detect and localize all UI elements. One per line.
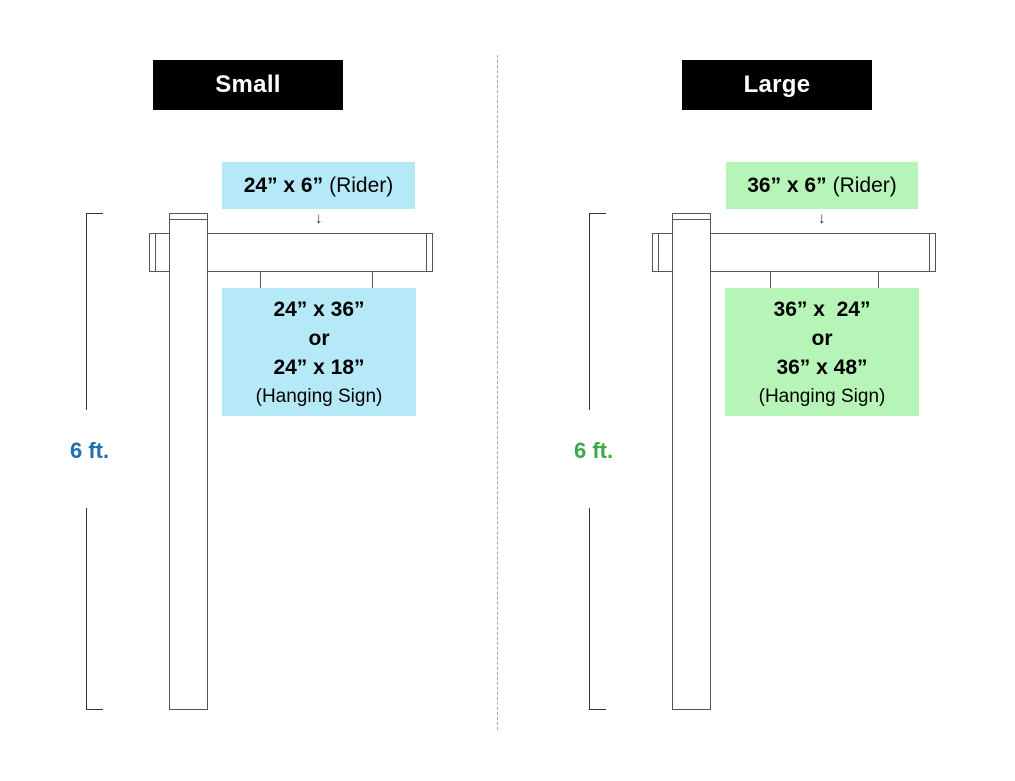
large-hanger-left <box>770 272 771 288</box>
small-sign-or: or <box>308 326 330 350</box>
large-height-label: 6 ft. <box>574 438 614 463</box>
large-title: Large <box>682 60 872 110</box>
small-sign-size-1: 24” x 36” <box>273 297 365 321</box>
small-rider-size: 24” x 6” <box>243 173 324 197</box>
large-hanging-sign: 36” x 24” or 36” x 48” (Hanging Sign) <box>725 288 919 416</box>
small-hanger-left <box>260 272 261 288</box>
small-sign-size-2: 24” x 18” <box>273 355 365 379</box>
large-rider-sign: 36” x 6” (Rider) <box>726 162 918 209</box>
small-title: Small <box>153 60 343 110</box>
large-post-upright <box>672 213 711 710</box>
small-height-label: 6 ft. <box>70 438 110 463</box>
small-post-upright <box>169 213 208 710</box>
small-hanger-right <box>372 272 373 288</box>
large-sign-size-2: 36” x 48” <box>776 355 868 379</box>
down-arrow-icon: ↓ <box>818 210 826 227</box>
small-hanging-sign: 24” x 36” or 24” x 18” (Hanging Sign) <box>222 288 416 416</box>
center-divider <box>497 55 498 730</box>
down-arrow-icon: ↓ <box>315 210 323 227</box>
large-rider-suffix: (Rider) <box>832 173 897 197</box>
small-rider-suffix: (Rider) <box>329 173 394 197</box>
small-rider-sign: 24” x 6” (Rider) <box>222 162 415 209</box>
large-sign-size-1: 36” x 24” <box>773 297 871 321</box>
large-sign-or: or <box>811 326 833 350</box>
small-sign-caption: (Hanging Sign) <box>255 385 383 407</box>
large-hanger-right <box>878 272 879 288</box>
large-rider-size: 36” x 6” <box>747 173 827 197</box>
large-sign-caption: (Hanging Sign) <box>758 385 886 407</box>
